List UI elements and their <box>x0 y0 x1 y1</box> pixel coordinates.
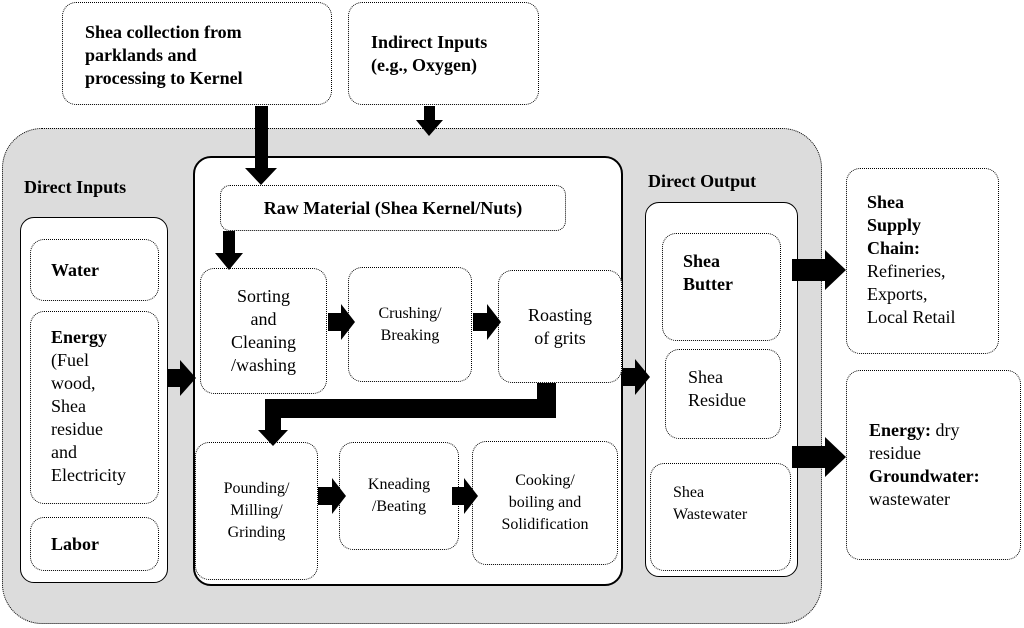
energy-detail: (Fuel wood, Shea residue and Electricity <box>51 350 126 485</box>
crushing-text: Crushing/ Breaking <box>378 304 442 344</box>
energy-box: Energy (Fuel wood, Shea residue and Elec… <box>30 311 159 504</box>
env-groundwater-label: Groundwater: <box>869 466 980 486</box>
shea-wastewater-text: Shea Wastewater <box>673 484 748 523</box>
labor-label: Labor <box>51 533 100 554</box>
water-box: Water <box>30 239 159 301</box>
arrow-pounding-to-kneading <box>318 478 346 514</box>
indirect-inputs-text: Indirect Inputs (e.g., Oxygen) <box>371 32 488 75</box>
pounding-box: Pounding/ Milling/ Grinding <box>195 442 318 580</box>
sorting-box: Sorting and Cleaning /washing <box>200 268 327 394</box>
energy-title: Energy <box>51 327 107 347</box>
arrow-sorting-to-crushing <box>328 304 355 340</box>
labor-box: Labor <box>30 517 159 571</box>
raw-material-box: Raw Material (Shea Kernel/Nuts) <box>220 185 566 231</box>
pounding-text: Pounding/ Milling/ Grinding <box>223 480 290 541</box>
shea-butter-box: Shea Butter <box>662 233 781 341</box>
indirect-inputs-box: Indirect Inputs (e.g., Oxygen) <box>348 2 539 105</box>
arrow-output-to-env <box>792 437 846 477</box>
shea-collection-text: Shea collection from parklands and proce… <box>85 22 243 88</box>
direct-output-title: Direct Output <box>648 171 757 191</box>
cooking-text: Cooking/ boiling and Solidification <box>501 472 589 533</box>
arrow-indirect-down <box>416 106 443 136</box>
shea-residue-text: Shea Residue <box>688 367 746 410</box>
arrow-raw-to-sorting <box>215 231 243 270</box>
environment-box: Energy: dry residue Groundwater: wastewa… <box>846 370 1021 560</box>
water-label: Water <box>51 259 99 280</box>
arrow-crushing-to-roasting <box>473 304 501 340</box>
shea-residue-box: Shea Residue <box>665 349 781 439</box>
arrow-inputs-to-process <box>168 360 196 396</box>
arrow-roasting-to-pounding <box>258 383 556 446</box>
raw-material-text: Raw Material (Shea Kernel/Nuts) <box>263 197 523 218</box>
arrow-process-to-output <box>623 359 650 395</box>
sorting-text: Sorting and Cleaning /washing <box>231 286 296 375</box>
shea-butter-text: Shea Butter <box>683 251 733 294</box>
cooking-box: Cooking/ boiling and Solidification <box>472 441 618 565</box>
roasting-box: Roasting of grits <box>498 270 622 383</box>
arrow-collection-to-raw <box>245 106 277 185</box>
kneading-text: Kneading /Beating <box>367 476 431 515</box>
supply-chain-box: Shea Supply Chain: Refineries, Exports, … <box>846 168 999 354</box>
env-energy-value2: residue <box>869 443 921 463</box>
kneading-box: Kneading /Beating <box>339 442 459 550</box>
supply-chain-title: Shea Supply Chain: <box>867 192 922 258</box>
env-energy-value: dry <box>931 420 960 440</box>
env-groundwater-value: wastewater <box>869 489 950 509</box>
supply-chain-detail: Refineries, Exports, Local Retail <box>867 261 956 327</box>
arrow-kneading-to-cooking <box>452 478 478 514</box>
crushing-box: Crushing/ Breaking <box>348 267 472 382</box>
direct-inputs-title: Direct Inputs <box>24 177 127 197</box>
arrow-output-to-supply <box>792 250 846 290</box>
shea-wastewater-box: Shea Wastewater <box>650 463 791 571</box>
roasting-text: Roasting of grits <box>527 304 592 348</box>
shea-collection-box: Shea collection from parklands and proce… <box>62 2 332 105</box>
env-energy-label: Energy: <box>869 420 931 440</box>
